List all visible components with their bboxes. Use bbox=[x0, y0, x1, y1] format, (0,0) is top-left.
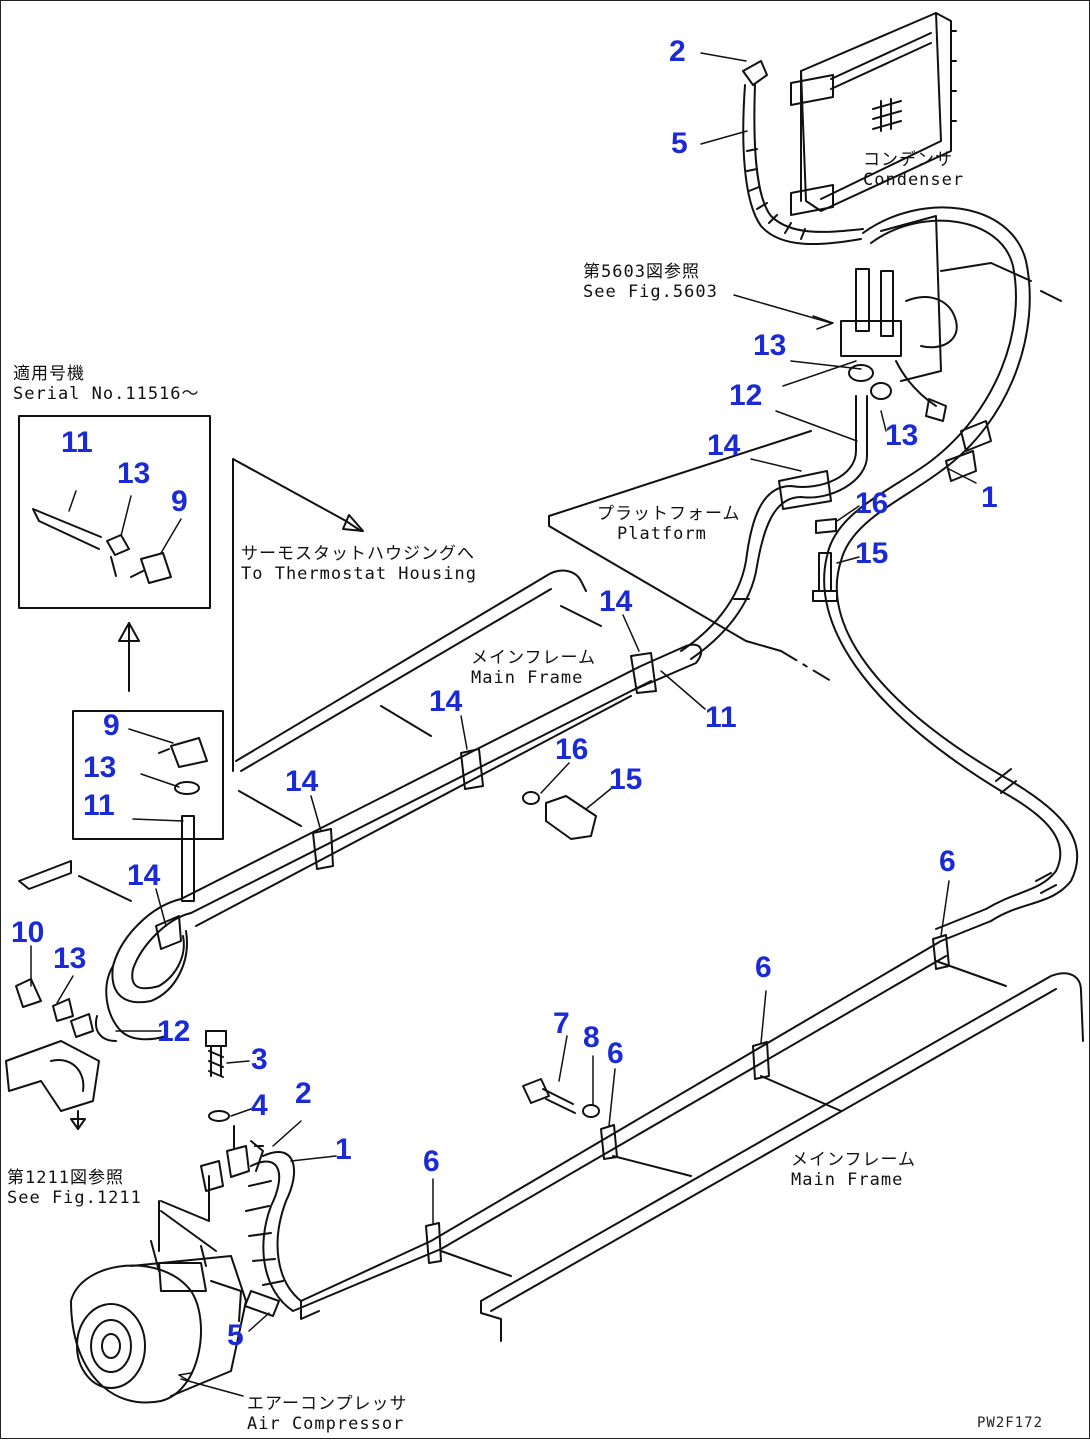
thermostat-leader-drawing bbox=[232, 458, 364, 532]
upper-pipe-run-drawing bbox=[78, 569, 703, 927]
hose-upper-drawing bbox=[742, 60, 864, 245]
callout-13-left: 13 bbox=[53, 942, 87, 975]
serial-jp: 適用号機 bbox=[13, 364, 85, 384]
hose-12-upper-drawing bbox=[680, 395, 868, 660]
see-fig-1211-en: See Fig.1211 bbox=[7, 1187, 142, 1208]
see-fig-5603-label: 第5603図参照 See Fig.5603 bbox=[583, 262, 718, 302]
callout-16-mid: 16 bbox=[555, 733, 589, 766]
lower-hose-drawing bbox=[244, 934, 1007, 1320]
main-frame-lower-label: メインフレーム Main Frame bbox=[791, 1150, 916, 1190]
callout-5-lower: 5 bbox=[227, 1319, 244, 1352]
callout-14-mid-right: 14 bbox=[599, 585, 633, 618]
air-compressor-en: Air Compressor bbox=[247, 1413, 405, 1434]
callout-1-upper: 1 bbox=[981, 481, 998, 514]
lower-main-frame-drawing bbox=[480, 972, 1084, 1342]
callout-11-box: 11 bbox=[83, 789, 115, 822]
callout-12-upper: 12 bbox=[729, 379, 763, 412]
see-fig-5603-jp: 第5603図参照 bbox=[583, 262, 700, 282]
platform-outline-drawing bbox=[548, 430, 832, 682]
platform-jp: プラットフォーム bbox=[597, 504, 741, 524]
callout-13-box: 13 bbox=[83, 751, 117, 784]
condenser-drawing bbox=[790, 12, 957, 216]
air-compressor-jp: エアーコンプレッサ bbox=[247, 1394, 408, 1414]
condenser-label-jp: コンデンサ bbox=[863, 150, 953, 170]
callout-10: 10 bbox=[11, 916, 45, 949]
detail-boxes-drawing bbox=[18, 415, 234, 902]
callout-3: 3 bbox=[251, 1043, 268, 1076]
callout-6-left: 6 bbox=[423, 1145, 440, 1178]
callout-14-left-mid: 14 bbox=[285, 765, 319, 798]
main-frame-lower-en: Main Frame bbox=[791, 1169, 904, 1190]
condenser-label-en: Condenser bbox=[863, 169, 965, 190]
callout-14-left: 14 bbox=[127, 859, 161, 892]
callout-13-right: 13 bbox=[885, 419, 919, 452]
callout-6-center: 6 bbox=[607, 1037, 624, 1070]
drawing-code: PW2F172 bbox=[977, 1415, 1044, 1431]
callout-16-upper: 16 bbox=[855, 487, 889, 520]
serial-en: Serial No.11516～ bbox=[13, 383, 200, 404]
callout-11-mid: 11 bbox=[705, 701, 737, 734]
see-fig-5603-en: See Fig.5603 bbox=[583, 281, 718, 302]
hose-12-lower-drawing bbox=[95, 898, 192, 1042]
callout-7: 7 bbox=[553, 1007, 570, 1040]
main-frame-upper-jp: メインフレーム bbox=[471, 648, 596, 668]
callout-9-box: 9 bbox=[103, 709, 120, 742]
callout-15-upper: 15 bbox=[855, 537, 889, 570]
main-frame-upper-label: メインフレーム Main Frame bbox=[471, 648, 596, 688]
compressor-fittings-drawing bbox=[200, 1030, 264, 1192]
hose-right-loop-drawing bbox=[823, 206, 1079, 942]
callout-2-lower: 2 bbox=[295, 1077, 312, 1110]
main-frame-lower-jp: メインフレーム bbox=[791, 1150, 916, 1170]
callout-14-upper: 14 bbox=[707, 429, 741, 462]
callout-14-mid: 14 bbox=[429, 685, 463, 718]
callout-8: 8 bbox=[583, 1021, 600, 1054]
condenser-label: コンデンサ Condenser bbox=[863, 150, 965, 190]
callout-9-inset: 9 bbox=[171, 485, 188, 518]
air-compressor-label: エアーコンプレッサ Air Compressor bbox=[247, 1394, 408, 1434]
air-compressor-drawing bbox=[70, 1175, 247, 1404]
thermostat-label: サーモスタットハウジングへ To Thermostat Housing bbox=[241, 544, 477, 584]
callout-11-inset: 11 bbox=[61, 426, 93, 459]
callout-13-inset: 13 bbox=[117, 457, 151, 490]
thermostat-jp: サーモスタットハウジングへ bbox=[241, 544, 475, 564]
callout-15-mid: 15 bbox=[609, 763, 643, 796]
leader-lines bbox=[30, 52, 977, 1397]
left-bracket-drawing bbox=[5, 860, 100, 1130]
serial-label: 適用号機 Serial No.11516～ bbox=[13, 364, 200, 404]
callout-4: 4 bbox=[251, 1089, 268, 1122]
callout-1-lower: 1 bbox=[335, 1133, 352, 1166]
callout-2-top: 2 bbox=[669, 35, 686, 68]
see-fig-1211-jp: 第1211図参照 bbox=[7, 1168, 124, 1188]
callout-5-top: 5 bbox=[671, 127, 688, 160]
platform-label: プラットフォーム Platform bbox=[597, 504, 741, 544]
main-frame-upper-en: Main Frame bbox=[471, 667, 584, 688]
callout-6-right: 6 bbox=[939, 845, 956, 878]
callout-6-mid: 6 bbox=[755, 951, 772, 984]
callout-12-lower: 12 bbox=[157, 1015, 191, 1048]
platform-en: Platform bbox=[617, 523, 707, 544]
see-fig-1211-label: 第1211図参照 See Fig.1211 bbox=[7, 1168, 142, 1208]
bolts-drawing bbox=[522, 791, 600, 1118]
thermostat-en: To Thermostat Housing bbox=[241, 563, 477, 584]
callout-13-upper: 13 bbox=[753, 329, 787, 362]
valve-assembly-drawing bbox=[840, 215, 1062, 482]
